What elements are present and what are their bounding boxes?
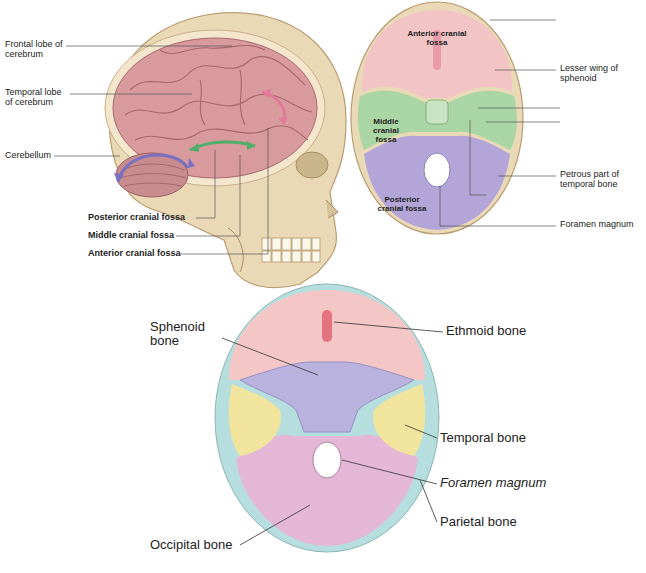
arrow-head xyxy=(190,143,199,152)
jaw-line xyxy=(228,228,243,272)
posterior-fossa xyxy=(364,136,510,230)
fossa-label: Posterior cranial fossa xyxy=(376,196,428,214)
nose xyxy=(326,200,338,218)
orbit xyxy=(296,152,328,178)
parietal-ring xyxy=(215,284,439,552)
cerebellum-folia xyxy=(120,164,186,186)
leader-lines xyxy=(440,20,560,226)
ethmoid xyxy=(322,310,332,342)
cerebellum xyxy=(116,153,188,197)
arrow-head xyxy=(262,89,271,98)
fossa-label: Middle cranial fossa xyxy=(88,231,178,241)
anterior-fossa xyxy=(362,10,512,98)
bone-label: Occipital bone xyxy=(150,538,260,552)
posterior-arrow xyxy=(118,155,188,182)
occipital-region xyxy=(236,435,418,546)
fossa-label: Anterior cranial fossa xyxy=(88,249,183,259)
structure-label: Cerebellum xyxy=(5,151,55,161)
bone-label: Ethmoid bone xyxy=(446,324,546,338)
sella xyxy=(426,100,448,124)
leader-lines xyxy=(54,46,268,254)
bone-label: Foramen magnum xyxy=(440,476,570,490)
fossa-label: Posterior cranial fossa xyxy=(88,213,196,223)
structure-label: Frontal lobe of cerebrum xyxy=(5,40,67,60)
bone-label: Parietal bone xyxy=(440,515,550,529)
sphenoid xyxy=(240,362,414,432)
middle-arrow xyxy=(190,142,255,150)
arrow-head xyxy=(114,173,124,182)
structure-label: Lesser wing of sphenoid xyxy=(560,64,642,84)
bone-label: Sphenoid bone xyxy=(150,320,222,349)
structure-label: Temporal lobe of cerebrum xyxy=(5,88,71,108)
skull-base xyxy=(351,2,523,234)
foramen-magnum xyxy=(313,442,341,478)
fossa-label: Anterior cranial fossa xyxy=(404,30,470,48)
leader-lines xyxy=(222,322,443,545)
arrow-head xyxy=(278,117,287,124)
fossa-label: Middle cranial fossa xyxy=(362,118,410,144)
arrow-head xyxy=(247,141,255,150)
teeth xyxy=(262,238,320,262)
structure-label: Petrous part of temporal bone xyxy=(560,170,642,190)
gyri xyxy=(125,45,312,140)
arrow-head xyxy=(188,158,195,168)
foramen-magnum xyxy=(424,153,450,187)
structure-label: Foramen magnum xyxy=(560,220,642,230)
bone-label: Temporal bone xyxy=(440,431,550,445)
